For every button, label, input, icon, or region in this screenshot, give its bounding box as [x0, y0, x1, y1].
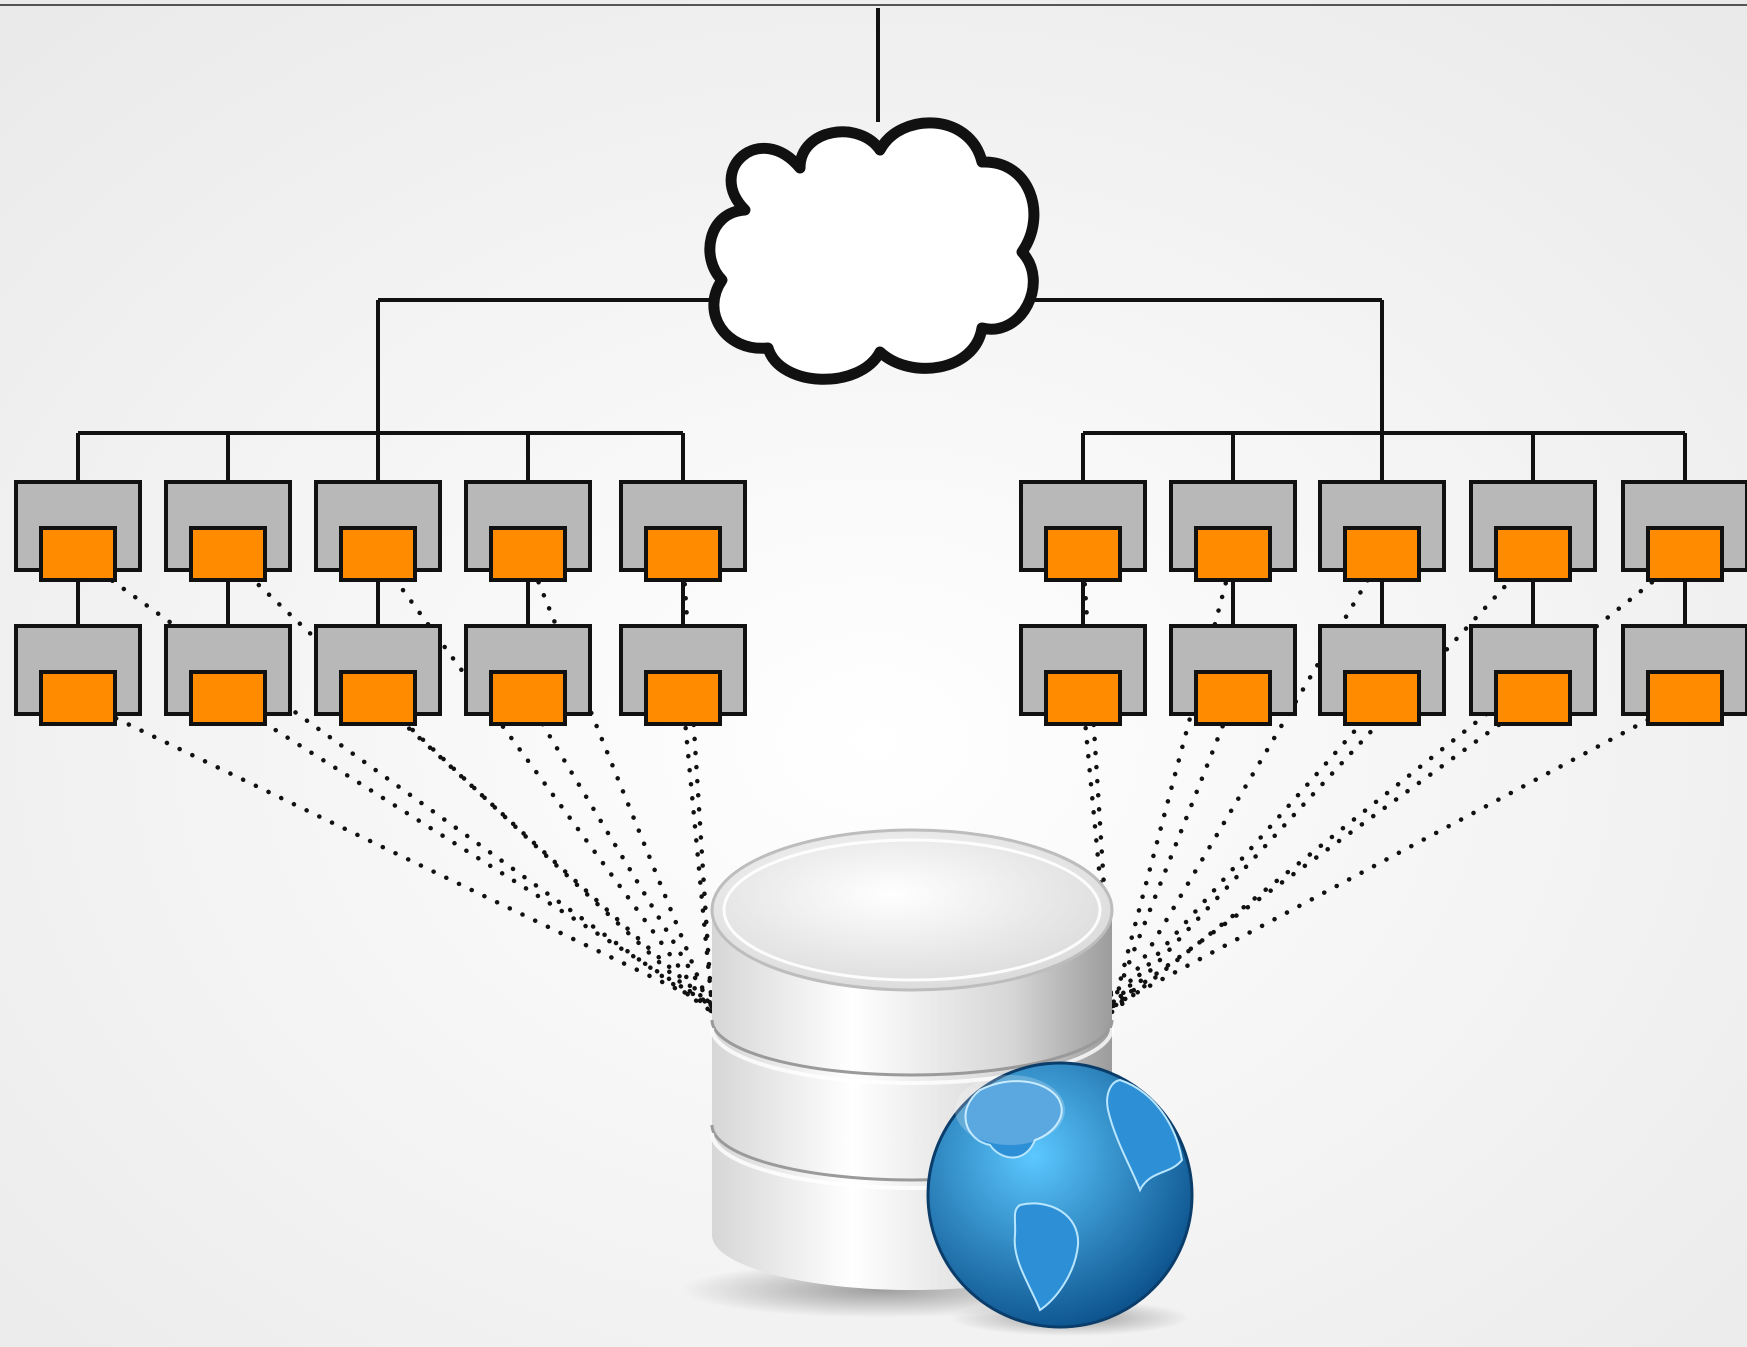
- database-top-rim: [722, 838, 1102, 982]
- server-module: [1494, 670, 1572, 726]
- database-link-left-5-2: [680, 697, 715, 1009]
- server-module: [644, 670, 722, 726]
- server-module: [1194, 526, 1272, 582]
- database-link-left-1-2: [75, 697, 715, 1009]
- server-module: [644, 526, 722, 582]
- database-link-left-3-2: [375, 697, 715, 1009]
- server-module: [339, 526, 417, 582]
- database-ring-1-highlight: [710, 1027, 1114, 1085]
- server-node-icon: [1169, 624, 1297, 726]
- server-node-icon: [1469, 624, 1597, 726]
- globe-icon: [926, 1061, 1194, 1336]
- server-module: [1494, 526, 1572, 582]
- database-ring-1: [710, 1019, 1114, 1077]
- database-link-right-2-2: [1109, 697, 1236, 1009]
- database-link-right-5-1: [1109, 553, 1688, 1015]
- server-module: [339, 670, 417, 726]
- server-node-icon: [14, 480, 142, 582]
- database-link-right-5-2: [1109, 697, 1688, 1009]
- server-module: [39, 670, 117, 726]
- globe-land-south-america: [1013, 1202, 1080, 1312]
- database-link-right-3-2: [1109, 697, 1385, 1009]
- server-node-icon: [14, 624, 142, 726]
- globe-land-north-america: [964, 1080, 1063, 1159]
- server-clusters: [14, 480, 1747, 726]
- server-module: [1646, 670, 1724, 726]
- server-node-icon: [164, 480, 292, 582]
- database-top: [710, 828, 1114, 992]
- database-link-right-2-1: [1109, 553, 1236, 1015]
- server-node-icon: [1169, 480, 1297, 582]
- server-node-icon: [1019, 480, 1147, 582]
- server-node-icon: [619, 480, 747, 582]
- database-link-left-2-1: [225, 553, 715, 1015]
- database-link-right-4-2: [1109, 697, 1536, 1009]
- server-node-icon: [464, 624, 592, 726]
- server-module: [189, 670, 267, 726]
- database-link-left-2-2: [225, 697, 715, 1009]
- server-module: [1194, 670, 1272, 726]
- server-module: [1646, 526, 1724, 582]
- server-node-icon: [619, 624, 747, 726]
- database-link-left-4-1: [525, 553, 715, 1015]
- network-wires: [76, 8, 1687, 626]
- database-link-right-4-1: [1109, 553, 1536, 1015]
- database-link-left-4-2: [525, 697, 715, 1009]
- server-module: [1044, 526, 1122, 582]
- server-module: [1343, 670, 1421, 726]
- server-module: [189, 526, 267, 582]
- server-module: [39, 526, 117, 582]
- server-node-icon: [1318, 480, 1446, 582]
- cloud-shape: [704, 117, 1040, 385]
- server-node-icon: [1318, 624, 1446, 726]
- server-node-icon: [1469, 480, 1597, 582]
- database-link-left-1-1: [75, 553, 715, 1015]
- database-links: [75, 553, 1688, 1015]
- server-node-icon: [164, 624, 292, 726]
- server-module: [1343, 526, 1421, 582]
- server-node-icon: [314, 624, 442, 726]
- server-module: [489, 526, 567, 582]
- server-module: [1044, 670, 1122, 726]
- cloud-icon: [704, 117, 1040, 385]
- server-node-icon: [1621, 624, 1747, 726]
- globe-highlight: [955, 1075, 1065, 1145]
- database-link-left-5-1: [680, 553, 715, 1015]
- globe-land-europe-africa: [1106, 1078, 1184, 1193]
- server-node-icon: [314, 480, 442, 582]
- server-node-icon: [464, 480, 592, 582]
- server-module: [489, 670, 567, 726]
- database-link-left-3-1: [375, 553, 715, 1015]
- server-node-icon: [1621, 480, 1747, 582]
- server-node-icon: [1019, 624, 1147, 726]
